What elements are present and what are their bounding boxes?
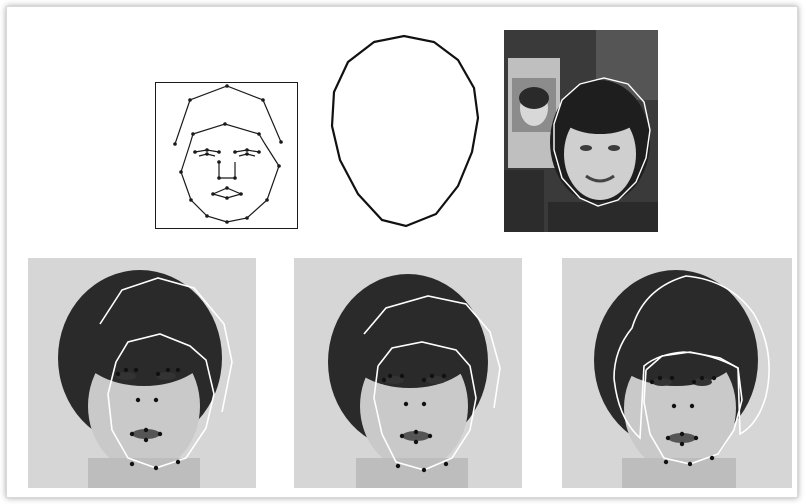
fit-photo-3 xyxy=(562,258,792,488)
point-model-panel xyxy=(155,82,298,229)
portrait-photo xyxy=(504,30,658,232)
initial-fit-photo xyxy=(28,258,256,488)
face-outline-drawing xyxy=(326,34,482,230)
fit-photo-2 xyxy=(294,258,522,488)
fit-photo-1 xyxy=(28,258,256,488)
intermediate-fit-photo xyxy=(294,258,522,488)
fitted-contour-photo xyxy=(504,30,658,232)
face-outline-panel xyxy=(326,34,482,230)
point-model-drawing xyxy=(155,82,298,229)
converged-fit-photo xyxy=(562,258,792,488)
